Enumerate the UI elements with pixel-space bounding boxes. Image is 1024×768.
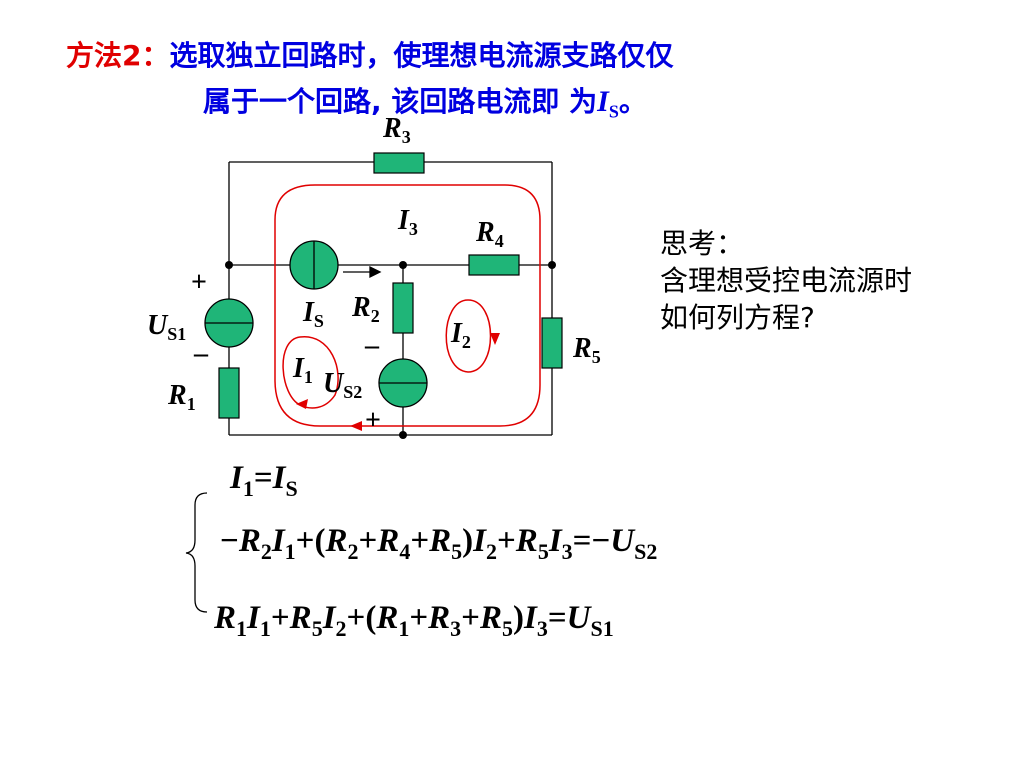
label-r3: R3 <box>383 113 411 147</box>
circuit-nodes <box>225 261 556 439</box>
resistor-r3 <box>373 152 425 174</box>
label-r4: R4 <box>476 217 504 251</box>
label-us1: US1 <box>147 310 187 344</box>
title-line-1-text: 选取独立回路时，使理想电流源支路仅仅 <box>169 39 674 72</box>
label-r2: R2 <box>352 292 380 326</box>
is-direction-arrow <box>343 265 382 279</box>
resistor-r4 <box>468 254 520 276</box>
label-i2: I2 <box>451 318 471 352</box>
loop-i3-path <box>274 184 541 427</box>
title-line-2-text: 属于一个回路, 该回路电流即 为 <box>203 85 598 118</box>
label-minus-left: – <box>194 338 208 369</box>
title-line-2: 属于一个回路, 该回路电流即 为IS。 <box>203 80 647 123</box>
label-r1: R1 <box>168 380 196 414</box>
equation-2: −R2I1+(R2+R4+R5)I2+R5I3=−US2 <box>220 523 658 564</box>
current-source-is <box>289 240 339 290</box>
equation-3: R1I1+R5I2+(R1+R3+R5)I3=US1 <box>214 600 614 641</box>
voltage-source-us1 <box>204 298 254 348</box>
think-line-1: 思考： <box>660 227 745 260</box>
loop-i1-arrowhead <box>296 399 308 409</box>
resistor-r5 <box>541 317 563 369</box>
loop-i3-arrowhead <box>350 421 362 431</box>
think-line-3: 如何列方程? <box>660 301 815 334</box>
label-plus-top: + <box>191 267 207 298</box>
loop-i2-path <box>445 299 492 373</box>
label-r5: R5 <box>573 333 601 367</box>
loop-i2-arrowhead <box>490 333 500 345</box>
title-line-1: 方法2：选取独立回路时，使理想电流源支路仅仅 <box>66 34 674 74</box>
voltage-source-us2 <box>378 358 428 408</box>
label-us2: US2 <box>323 368 363 402</box>
title-period: 。 <box>618 85 647 118</box>
loop-i1-path <box>282 336 339 409</box>
method-label: 方法2： <box>66 39 170 72</box>
label-is: IS <box>303 297 324 331</box>
label-i1: I1 <box>293 353 313 387</box>
resistor-r2 <box>392 282 414 334</box>
label-i3: I3 <box>398 205 418 239</box>
think-note: 思考： 含理想受控电流源时 如何列方程? <box>660 225 912 336</box>
label-plus-bottom: + <box>365 405 381 436</box>
equation-1: I1=IS <box>230 460 298 501</box>
resistor-r1 <box>218 367 240 419</box>
think-line-2: 含理想受控电流源时 <box>660 264 913 297</box>
label-minus-mid: – <box>365 330 379 361</box>
is-symbol: I <box>597 85 609 118</box>
is-subscript: S <box>608 101 619 122</box>
